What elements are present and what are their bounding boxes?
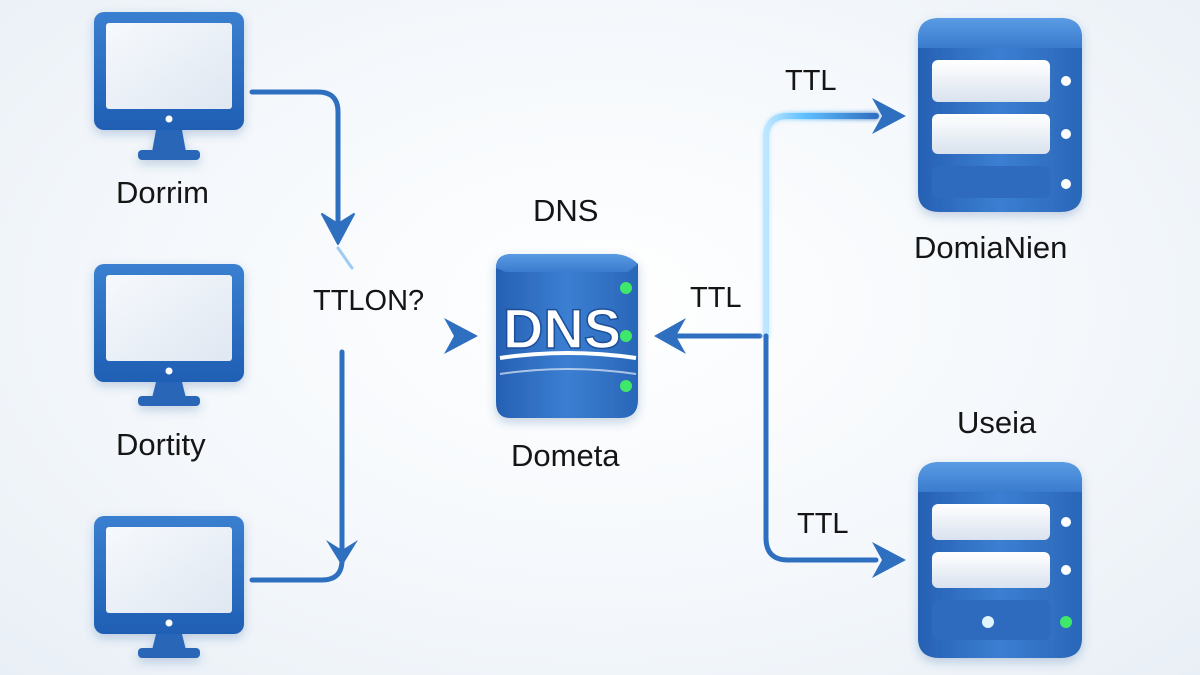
server-bottom-label: Useia: [957, 405, 1037, 440]
server-rack-icon: [918, 462, 1082, 658]
status-led: [620, 282, 632, 294]
client-1-label: Dorrim: [116, 175, 209, 210]
client-2-label: Dortity: [116, 427, 206, 462]
client-computer-1: [94, 12, 244, 160]
arrowhead-client1: [321, 213, 355, 245]
status-led: [1060, 616, 1072, 628]
edge-label-dns-response: TTL: [690, 282, 742, 314]
edge-client1-down: [249, 89, 341, 225]
status-led: [620, 330, 632, 342]
edge-client3-up: [249, 349, 345, 583]
dns-server-icon: [496, 254, 638, 418]
dns-title: DNS: [533, 193, 599, 228]
edge-label-top-server: TTL: [785, 65, 837, 97]
dns-server-badge: DNS: [503, 297, 621, 360]
edge-to-top-server: [763, 113, 879, 339]
arrowhead-to-bottom-server: [872, 542, 906, 578]
arrowhead-to-top-server: [872, 98, 906, 134]
arrowhead-to-dns: [444, 318, 478, 354]
status-led: [982, 616, 994, 628]
monitor-icon: [94, 516, 244, 658]
monitor-icon: [94, 264, 244, 406]
status-led: [620, 380, 632, 392]
server-top-label: DomiaNien: [914, 230, 1068, 265]
server-top: [918, 18, 1082, 212]
arrowhead-client3: [326, 540, 358, 566]
dns-server: DNS: [496, 254, 638, 418]
client-computer-2: [94, 264, 244, 406]
monitor-icon: [94, 12, 244, 160]
dns-caption: Dometa: [511, 438, 620, 473]
edge-label-bottom-server: TTL: [797, 508, 849, 540]
edge-to-bottom-server: [763, 333, 879, 563]
connectors: [242, 89, 906, 583]
client-computer-3: [94, 516, 244, 658]
arrowhead-to-dns-right: [654, 318, 686, 354]
edge-fade-mid: [336, 246, 354, 270]
server-bottom: [918, 462, 1082, 658]
edge-label-client-query: TTLON?: [313, 285, 425, 317]
server-rack-icon: [918, 18, 1082, 212]
